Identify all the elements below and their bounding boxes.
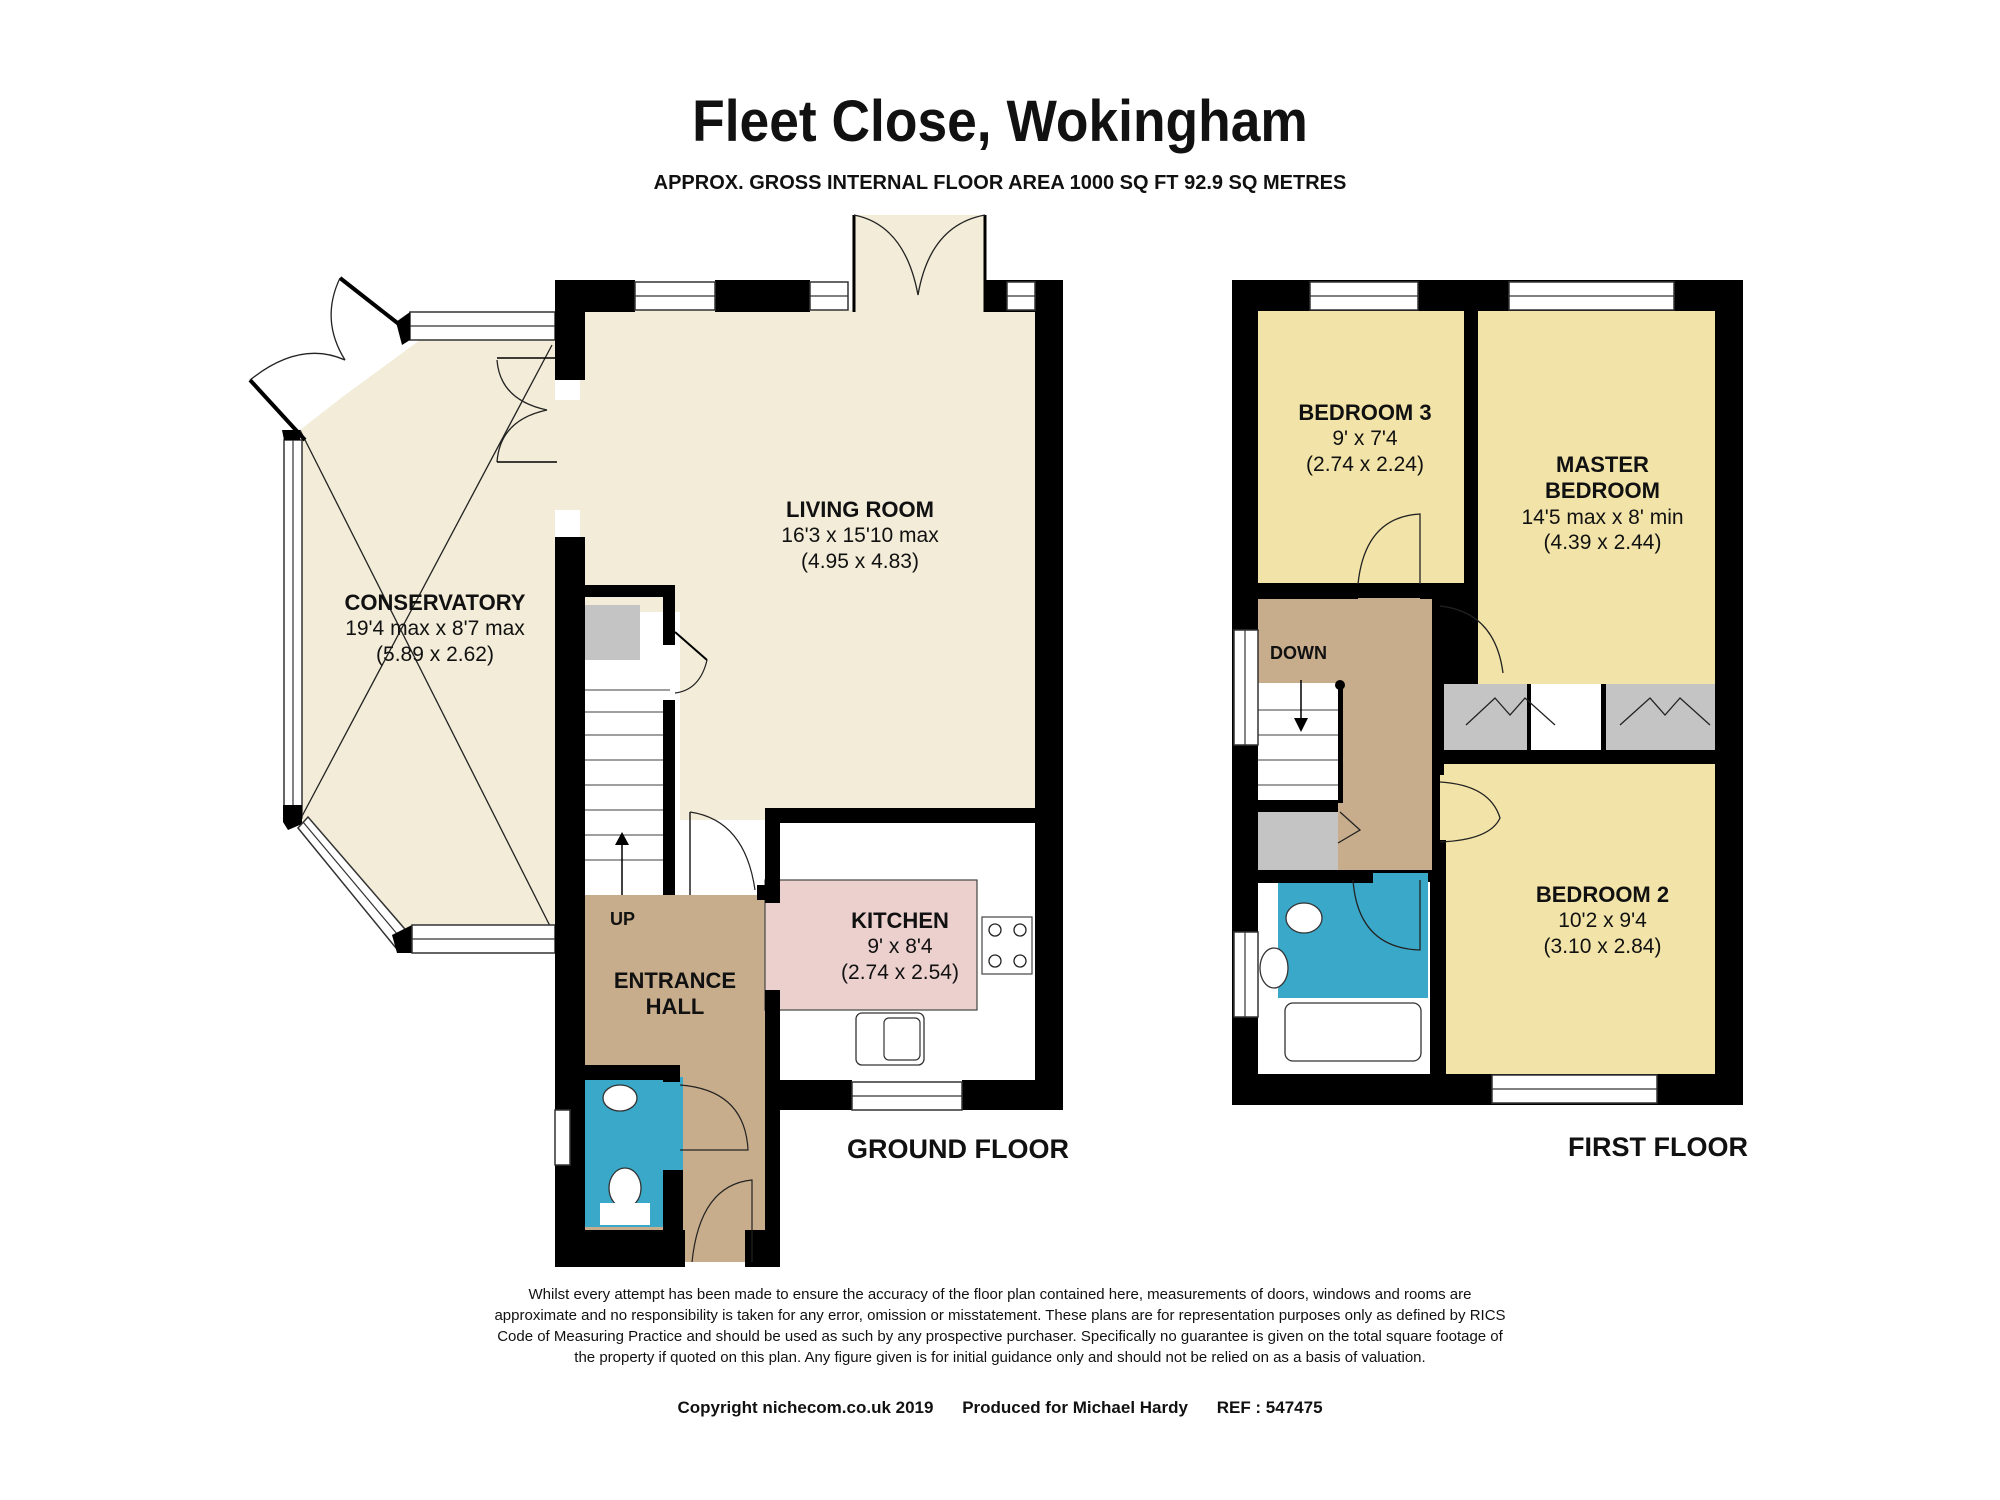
conservatory-floor: [300, 340, 555, 935]
kitchen-label: KITCHEN 9' x 8'4 (2.74 x 2.54): [810, 908, 990, 985]
ground-floor-plan: [248, 214, 1063, 1267]
master-bedroom-floor: [1478, 311, 1715, 684]
page-title: Fleet Close, Wokingham: [692, 89, 1308, 154]
entrance-hall-label: ENTRANCE HALL: [595, 968, 755, 1021]
floor-area-subtitle: APPROX. GROSS INTERNAL FLOOR AREA 1000 S…: [653, 172, 1347, 194]
bedroom-2-floor: [1440, 764, 1715, 1074]
room-name: LIVING ROOM: [786, 497, 934, 522]
room-size-imperial: 9' x 7'4: [1332, 427, 1398, 451]
bedroom-2-label: BEDROOM 2 10'2 x 9'4 (3.10 x 2.84): [1490, 882, 1715, 959]
stairs-down: [1258, 683, 1338, 801]
produced-for-text: Produced for Michael Hardy: [962, 1398, 1188, 1417]
room-name-line2: BEDROOM: [1545, 478, 1660, 504]
room-name-line2: HALL: [645, 994, 705, 1020]
stairs-up-label: UP: [610, 909, 636, 929]
room-name: CONSERVATORY: [344, 590, 526, 615]
first-floor-plan: [1232, 280, 1743, 1105]
room-name: MASTER: [1556, 452, 1649, 477]
first-floor-label: FIRST FLOOR: [1568, 1132, 1748, 1162]
room-name: BEDROOM 2: [1535, 882, 1670, 907]
stairs-down-label: DOWN: [1270, 643, 1327, 663]
disclaimer-text: Whilst every attempt has been made to en…: [494, 1286, 1506, 1366]
room-size-metric: (4.39 x 2.44): [1543, 530, 1662, 554]
room-size-imperial: 19'4 max x 8'7 max: [345, 617, 525, 641]
room-name: BEDROOM 3: [1298, 400, 1432, 425]
room-name: ENTRANCE: [613, 968, 737, 993]
room-size-metric: (5.89 x 2.62): [376, 642, 494, 666]
bedroom-3-floor: [1258, 311, 1464, 583]
room-size-imperial: 14'5 max x 8' min: [1521, 505, 1684, 529]
room-size-metric: (3.10 x 2.84): [1543, 934, 1662, 958]
copyright-text: Copyright nichecom.co.uk 2019: [677, 1398, 934, 1417]
room-size-imperial: 16'3 x 15'10 max: [781, 524, 939, 548]
room-name: KITCHEN: [851, 908, 949, 933]
room-size-metric: (2.74 x 2.54): [841, 960, 959, 984]
bedroom-3-label: BEDROOM 3 9' x 7'4 (2.74 x 2.24): [1270, 400, 1460, 477]
copyright-line: Copyright nichecom.co.uk 2019 Produced f…: [0, 1398, 2000, 1418]
room-size-metric: (4.95 x 4.83): [801, 549, 919, 573]
room-size-imperial: 9' x 8'4: [867, 935, 933, 959]
reference-number: REF : 547475: [1216, 1398, 1323, 1417]
living-room-label: LIVING ROOM 16'3 x 15'10 max (4.95 x 4.8…: [730, 497, 990, 574]
living-room-floor: [555, 310, 1035, 820]
ground-floor-label: GROUND FLOOR: [847, 1134, 1069, 1164]
room-size-imperial: 10'2 x 9'4: [1558, 909, 1647, 933]
conservatory-label: CONSERVATORY 19'4 max x 8'7 max (5.89 x …: [310, 590, 560, 667]
master-bedroom-label: MASTER BEDROOM 14'5 max x 8' min (4.39 x…: [1490, 452, 1715, 555]
room-size-metric: (2.74 x 2.24): [1306, 452, 1424, 476]
stairs-up: [585, 660, 670, 888]
